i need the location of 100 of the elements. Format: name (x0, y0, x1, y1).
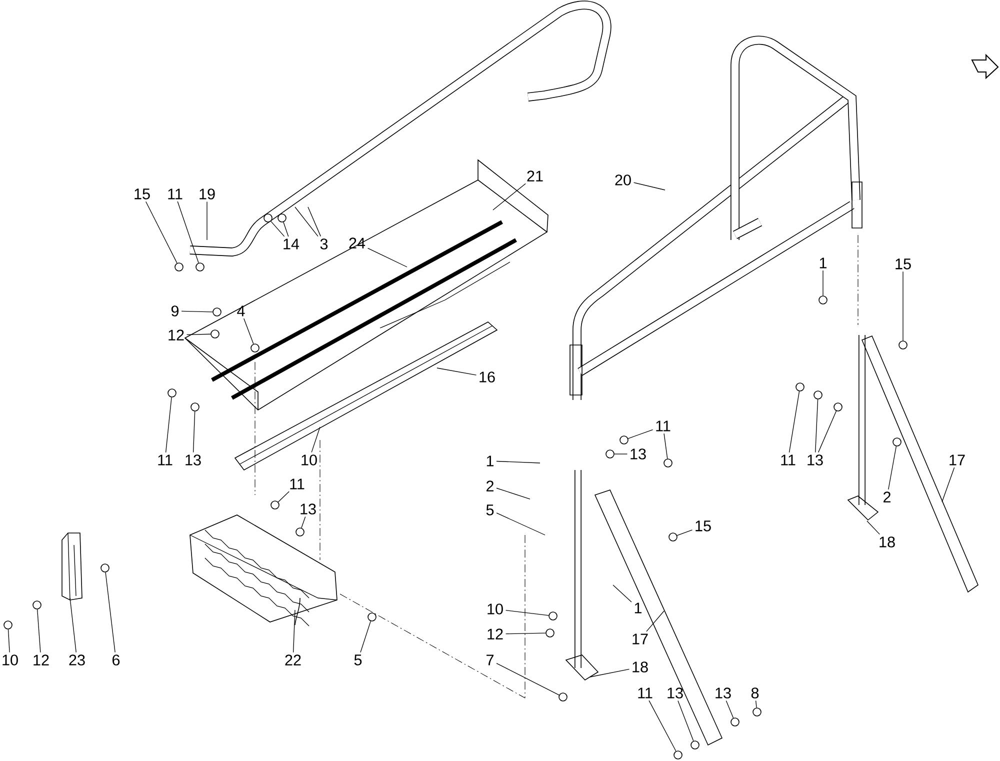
callout-number: 4 (237, 306, 245, 316)
callout-number: 13 (186, 454, 201, 466)
fastener-circle (818, 296, 828, 304)
leader-line (496, 488, 530, 500)
callout-number: 18 (632, 662, 648, 672)
fastener-circle (368, 612, 376, 622)
fastener-circle (606, 450, 614, 458)
callout-number: 15 (896, 258, 911, 270)
callout-number: 19 (200, 188, 215, 200)
leader-line (590, 668, 630, 678)
leader-line (8, 629, 10, 653)
leader-line (676, 530, 693, 536)
callout-number: 13 (808, 454, 823, 466)
callout-number: 11 (168, 188, 182, 200)
fastener-circle (558, 692, 568, 702)
callout-number: 6 (112, 654, 120, 666)
fastener-circle (196, 262, 204, 272)
leader-line (612, 584, 632, 602)
leader-line (496, 512, 546, 536)
callout-number: 15 (696, 520, 711, 532)
callout-number: 18 (880, 536, 895, 548)
leader-line (301, 516, 306, 528)
fastener-circle (190, 402, 200, 412)
callout-number: 12 (34, 654, 49, 666)
fastener-circle (892, 438, 902, 446)
callout-number: 21 (527, 170, 543, 182)
leader-line (165, 397, 172, 453)
leader-line (270, 220, 285, 237)
leader-line (492, 183, 526, 210)
leader-line (292, 610, 296, 653)
fastener-circle (814, 390, 822, 400)
leader-line (678, 700, 694, 742)
fastener-circle (664, 458, 672, 468)
fastener-circle (270, 500, 280, 510)
fastener-circle (752, 708, 762, 716)
fastener-circle (674, 750, 682, 760)
leader-line (822, 270, 824, 296)
leader-line (360, 620, 371, 653)
callout-number: 13 (716, 688, 731, 698)
leader-line (177, 201, 199, 264)
callout-number: 20 (615, 174, 631, 186)
fastener-circle (264, 214, 272, 222)
leader-line (206, 201, 208, 240)
fastener-circle (32, 600, 42, 610)
callout-number: 11 (290, 478, 304, 490)
leader-line (888, 446, 897, 490)
callout-number: 22 (285, 654, 301, 666)
leader-line (755, 700, 757, 708)
leader-line (942, 467, 955, 502)
callout-number: 10 (488, 604, 503, 614)
callout-number: 13 (300, 504, 316, 514)
leader-line (192, 411, 196, 453)
callout-number: 3 (320, 238, 328, 250)
leader-line (726, 700, 734, 718)
fastener-circle (730, 718, 740, 726)
fastener-circle (174, 262, 184, 272)
callout-number: 10 (302, 454, 317, 466)
callout-number: 13 (630, 448, 646, 460)
callout-number: 2 (486, 480, 494, 492)
callout-number: 17 (632, 634, 648, 644)
leader-line (244, 318, 254, 344)
callout-number: 1 (820, 258, 827, 268)
callout-number: 10 (2, 654, 18, 666)
leader-line (788, 391, 800, 453)
leader-line (505, 610, 549, 616)
callout-number: 15 (134, 188, 150, 200)
fastener-circle (546, 628, 554, 638)
leader-line (283, 222, 289, 237)
fastener-circle (898, 340, 908, 350)
callout-number: 8 (751, 688, 759, 698)
leader-line (36, 609, 41, 653)
fastener-circle (210, 330, 220, 338)
leader-line (866, 520, 880, 535)
callout-number: 11 (638, 688, 652, 698)
callout-number: 11 (781, 454, 796, 466)
leader-line (308, 206, 321, 237)
callout-number: 12 (488, 628, 503, 640)
fastener-circle (620, 436, 628, 444)
leader-line (648, 700, 676, 752)
leader-line (186, 334, 211, 336)
fastener-circle (796, 382, 804, 392)
callout-number: 14 (284, 238, 300, 250)
callout-number: 16 (480, 372, 495, 382)
fastener-circle (834, 402, 842, 412)
callout-number: 1 (486, 456, 494, 466)
leader-line (496, 460, 540, 464)
leader-line (664, 433, 668, 459)
callout-number: 11 (158, 454, 172, 466)
leader-line (818, 410, 837, 453)
callout-number: 17 (950, 454, 965, 466)
callout-number: 7 (486, 654, 494, 666)
callout-number: 2 (884, 492, 890, 502)
leader-line (436, 368, 477, 376)
leader-line (505, 632, 546, 634)
leader-line (633, 182, 666, 190)
leader-line (367, 248, 408, 268)
fastener-circle (168, 388, 176, 398)
callout-number: 11 (656, 420, 670, 432)
callout-number: 5 (354, 654, 362, 666)
callout-number: 13 (668, 688, 683, 698)
